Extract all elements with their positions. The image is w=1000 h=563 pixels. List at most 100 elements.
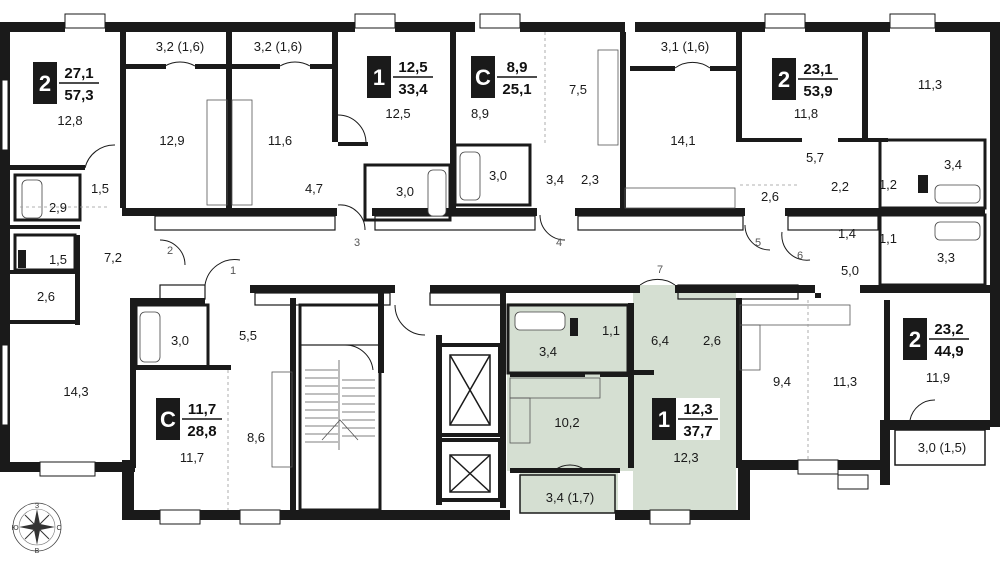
apartment-badge[interactable]: С 8,9 25,1 (471, 56, 539, 98)
apartment-badge[interactable]: 2 27,1 57,3 (33, 62, 101, 104)
room-area: 3,4 (539, 344, 557, 359)
room-area: 3,0 (1,5) (918, 440, 966, 455)
room-area: 9,4 (773, 374, 791, 389)
room-area: 11,9 (926, 370, 950, 385)
badge-rooms: С (160, 407, 176, 432)
room-area: 11,8 (794, 106, 818, 121)
outer-walls (0, 13, 1000, 525)
entry-numbers: 1 2 3 4 5 6 7 (167, 237, 803, 277)
badge-total-area: 57,3 (64, 87, 93, 104)
room-area: 8,6 (247, 430, 265, 445)
room-area: 12,8 (57, 113, 82, 128)
apartment-badge[interactable]: С 11,7 28,8 (156, 398, 224, 440)
room-area: 11,7 (180, 450, 204, 465)
room-area: 11,3 (918, 77, 942, 92)
room-labels: 12,8 3,2 (1,6) 3,2 (1,6) 12,9 11,6 12,5 … (37, 39, 966, 505)
badge-background (156, 398, 180, 440)
room-area: 10,2 (554, 415, 579, 430)
badge-rooms: С (475, 65, 491, 90)
room-area: 3,4 (546, 172, 564, 187)
dashed-partitions (20, 32, 809, 510)
entry-number: 7 (657, 264, 663, 276)
badge-living-area: 8,9 (507, 59, 528, 76)
room-area: 1,4 (838, 226, 856, 241)
room-area: 12,9 (159, 133, 184, 148)
badge-living-area: 23,1 (803, 61, 832, 78)
room-area: 3,1 (1,6) (661, 39, 709, 54)
apartment-badge[interactable]: 2 23,1 53,9 (772, 58, 840, 100)
stair-steps (305, 360, 375, 450)
room-area: 3,0 (171, 333, 189, 348)
room-area: 5,0 (841, 263, 859, 278)
room-area: 2,2 (831, 179, 849, 194)
room-area: 4,7 (305, 181, 323, 196)
room-area: 2,3 (581, 172, 599, 187)
badge-total-area: 44,9 (934, 343, 963, 360)
room-area: 3,0 (396, 184, 414, 199)
badge-background (772, 58, 796, 100)
room-area: 2,9 (49, 200, 67, 215)
room-area: 6,4 (651, 333, 669, 348)
room-area: 5,7 (806, 150, 824, 165)
room-area: 1,5 (49, 252, 67, 267)
apartment-badge[interactable]: 1 12,3 37,7 (652, 398, 720, 440)
room-area: 2,6 (703, 333, 721, 348)
badge-total-area: 37,7 (683, 423, 712, 440)
room-area: 2,6 (761, 189, 779, 204)
badge-total-area: 28,8 (187, 423, 216, 440)
room-area: 7,5 (569, 82, 587, 97)
room-area: 3,4 (1,7) (546, 490, 594, 505)
entry-number: 3 (354, 237, 360, 249)
badge-total-area: 33,4 (398, 81, 428, 98)
badge-background (652, 398, 676, 440)
room-area: 1,2 (879, 177, 897, 192)
badge-rooms: 2 (778, 67, 790, 92)
compass-rose: З С В Ю (11, 502, 62, 555)
compass-north: З (35, 503, 39, 510)
room-area: 8,9 (471, 106, 489, 121)
entry-number: 4 (556, 237, 562, 249)
entry-number: 5 (755, 237, 761, 249)
badge-total-area: 25,1 (502, 81, 531, 98)
badge-living-area: 12,5 (398, 59, 427, 76)
apartment-badge[interactable]: 1 12,5 33,4 (367, 56, 435, 98)
room-area: 2,6 (37, 289, 55, 304)
entry-number: 6 (797, 250, 803, 262)
badge-background (903, 318, 927, 360)
badge-living-area: 27,1 (64, 65, 93, 82)
room-area: 7,2 (104, 250, 122, 265)
badge-rooms: 2 (909, 327, 921, 352)
room-area: 11,6 (268, 133, 292, 148)
room-area: 1,1 (602, 323, 620, 338)
room-area: 14,3 (63, 384, 88, 399)
room-area: 1,1 (879, 231, 897, 246)
badge-background (471, 56, 495, 98)
badge-background (367, 56, 391, 98)
balconies (519, 429, 986, 514)
room-area: 3,3 (937, 250, 955, 265)
room-area: 12,3 (673, 450, 698, 465)
compass-west: Ю (11, 525, 18, 532)
compass-south: В (35, 548, 40, 555)
entry-number: 2 (167, 245, 173, 257)
badge-total-area: 53,9 (803, 83, 832, 100)
entry-number: 1 (230, 265, 236, 277)
badge-rooms: 1 (373, 65, 385, 90)
badge-living-area: 12,3 (683, 401, 712, 418)
room-area: 1,5 (91, 181, 109, 196)
room-area: 11,3 (833, 374, 857, 389)
badge-rooms: 1 (658, 407, 670, 432)
apartment-badge[interactable]: 2 23,2 44,9 (903, 318, 971, 360)
badge-background (33, 62, 57, 104)
badge-living-area: 11,7 (188, 401, 216, 418)
room-area: 3,2 (1,6) (156, 39, 204, 54)
room-area: 5,5 (239, 328, 257, 343)
room-area: 12,5 (385, 106, 410, 121)
badge-living-area: 23,2 (934, 321, 963, 338)
kitchen-counters (206, 49, 851, 468)
room-area: 3,0 (489, 168, 507, 183)
room-area: 3,4 (944, 157, 962, 172)
badge-rooms: 2 (39, 71, 51, 96)
